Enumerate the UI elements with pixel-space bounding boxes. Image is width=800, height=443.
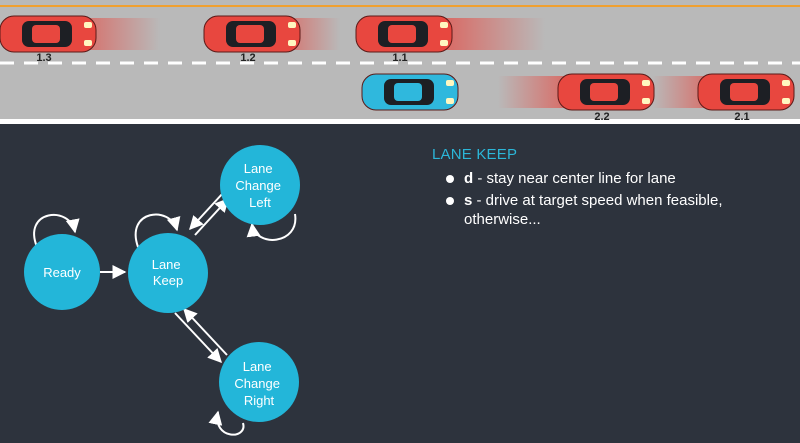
item-key: s [464, 192, 473, 209]
car-label: 2.1 [734, 111, 749, 123]
list-item-s: s - drive at target speed when feasible,… [432, 191, 792, 229]
state-lane-change-right: Lane Change Right [219, 342, 299, 422]
road-edge-bottom [0, 119, 800, 124]
panel-title: LANE KEEP [432, 146, 518, 163]
list-item-d: d - stay near center line for lane [432, 169, 792, 188]
state-lane-change-right-label: Lane Change Right [234, 359, 283, 408]
self-loop-lane-keep [134, 213, 181, 248]
state-lane-change-left: Lane Change Left [220, 145, 300, 225]
car-label: 1.1 [392, 52, 407, 64]
state-lane-change-left-label: Lane Change Left [235, 161, 284, 210]
car-label: 1.2 [240, 52, 255, 64]
fsm-edges [33, 192, 297, 436]
cars-layer: 1.3 1.2 1.1 2.2 2.1 [0, 15, 795, 123]
car-label: 1.3 [36, 52, 51, 64]
state-lane-keep: Lane Keep [128, 233, 208, 313]
car-2.1 [697, 73, 795, 111]
state-ready-label: Ready [43, 265, 81, 280]
self-loop-change-right [208, 410, 245, 436]
item-text: - drive at target speed when feasible, o… [464, 192, 723, 228]
item-text: - stay near center line for lane [473, 170, 676, 187]
self-loop-change-left [246, 213, 297, 241]
self-loop-ready [33, 214, 80, 248]
car-label: 2.2 [594, 111, 609, 123]
bullet-icon [446, 197, 454, 205]
car-2.2 [557, 73, 655, 111]
item-key: d [464, 170, 474, 187]
car-1.1 [355, 15, 453, 53]
edge-lane-keep-to-change-right [174, 312, 222, 364]
car-1.2 [203, 15, 301, 53]
bullet-icon [446, 175, 454, 183]
road-edge-top [0, 5, 800, 7]
car-1.3 [0, 15, 97, 53]
edge-change-right-to-lane-keep [183, 307, 228, 356]
state-ready: Ready [24, 234, 100, 310]
state-lane-keep-label: Lane Keep [152, 257, 185, 288]
ego-car [361, 73, 459, 111]
lane-keep-panel: LANE KEEP d - stay near center line for … [432, 146, 792, 232]
panel-list: d - stay near center line for lane s - d… [432, 169, 792, 229]
edge-change-left-to-lane-keep [189, 192, 224, 231]
